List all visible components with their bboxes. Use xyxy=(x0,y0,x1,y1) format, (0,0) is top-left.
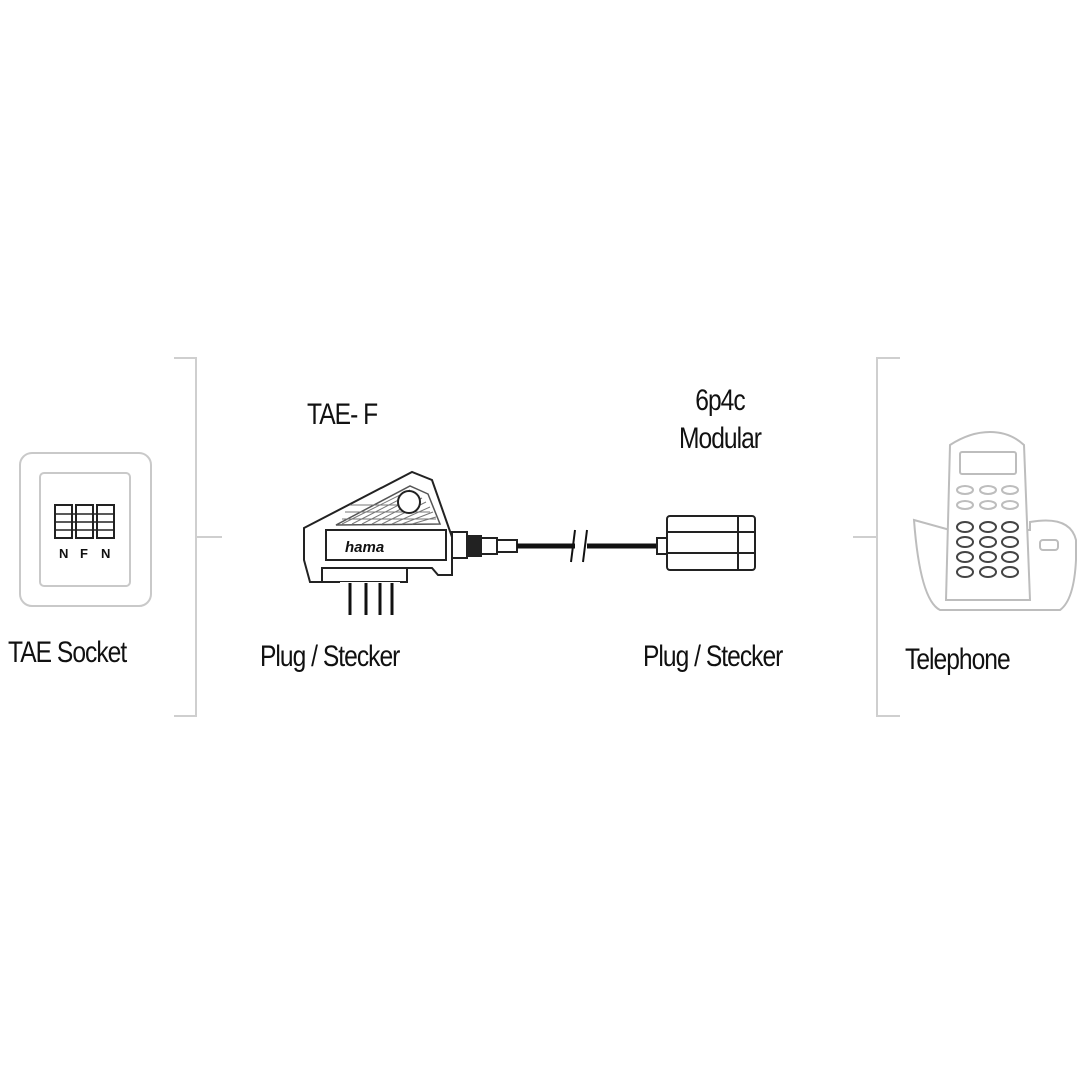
modular-type-label: 6p4c xyxy=(695,384,745,417)
socket-pin-label: N xyxy=(101,546,110,561)
socket-pin-label: F xyxy=(80,546,88,561)
modular-plug-icon xyxy=(656,515,756,571)
left-bracket xyxy=(174,357,222,717)
cable xyxy=(517,529,657,563)
brand-logo: hama xyxy=(345,539,384,556)
tae-f-plug-icon xyxy=(303,470,518,615)
tae-socket-icon xyxy=(19,452,152,607)
modular-type-label-2: Modular xyxy=(679,422,762,455)
plug-right-label: Plug / Stecker xyxy=(643,640,783,673)
socket-pin-label: N xyxy=(59,546,68,561)
plug-left-label: Plug / Stecker xyxy=(260,640,400,673)
tae-socket-label: TAE Socket xyxy=(8,636,127,669)
telephone-label: Telephone xyxy=(905,643,1011,676)
telephone-icon xyxy=(912,430,1077,611)
tae-f-label: TAE- F xyxy=(307,398,378,431)
right-bracket xyxy=(853,357,900,717)
